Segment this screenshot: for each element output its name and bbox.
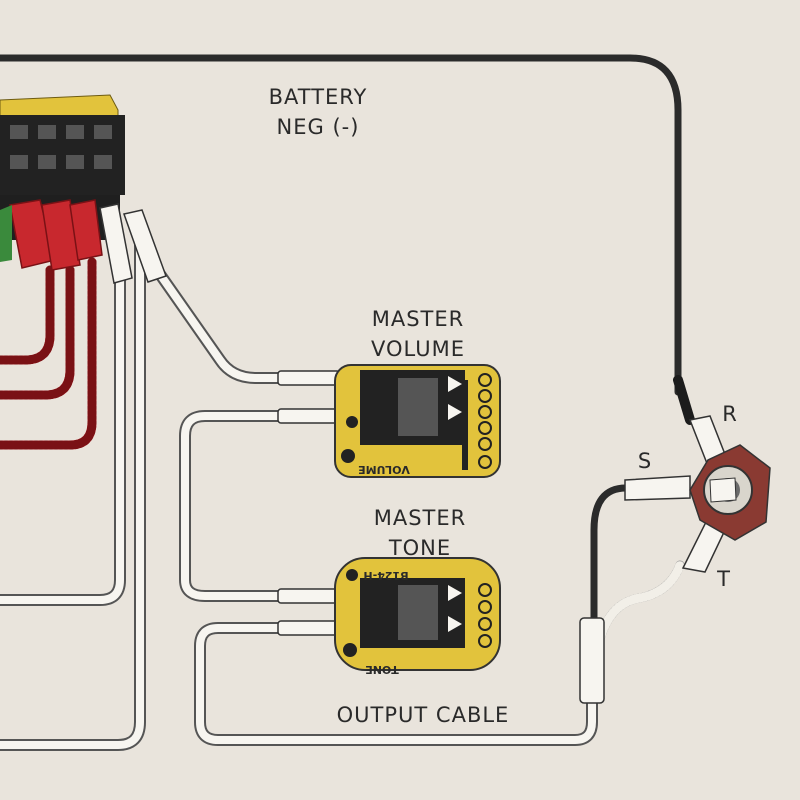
battery-neg-wire — [0, 54, 682, 396]
tone-pot-pcb — [334, 557, 501, 671]
master-volume-label-line1: MASTER — [372, 307, 465, 331]
output-cable-label: OUTPUT CABLE — [337, 703, 510, 727]
ring-wire-end — [673, 375, 695, 425]
jack-sleeve-label: S — [638, 449, 652, 473]
white-wires — [0, 239, 598, 751]
battery-neg-label-line1: BATTERY — [269, 85, 368, 109]
pickup-connector-block — [0, 94, 167, 284]
master-volume-label-line2: VOLUME — [371, 337, 465, 361]
output-jack — [579, 415, 771, 704]
volume-pot-pcb — [334, 364, 501, 478]
tone-pcb-silkscreen: TONE — [365, 663, 399, 676]
red-wires — [0, 257, 97, 450]
volume-pcb-silkscreen: VOLUME — [358, 463, 410, 476]
jack-tip-label: T — [716, 567, 731, 591]
battery-neg-label-line2: NEG (-) — [277, 115, 360, 139]
master-tone-label-line1: MASTER — [374, 506, 467, 530]
jack-ring-label: R — [722, 402, 738, 426]
tone-part-number: B124-H — [363, 569, 408, 582]
master-tone-label-line2: TONE — [388, 536, 451, 560]
pcb-pin-connectors — [277, 370, 341, 636]
